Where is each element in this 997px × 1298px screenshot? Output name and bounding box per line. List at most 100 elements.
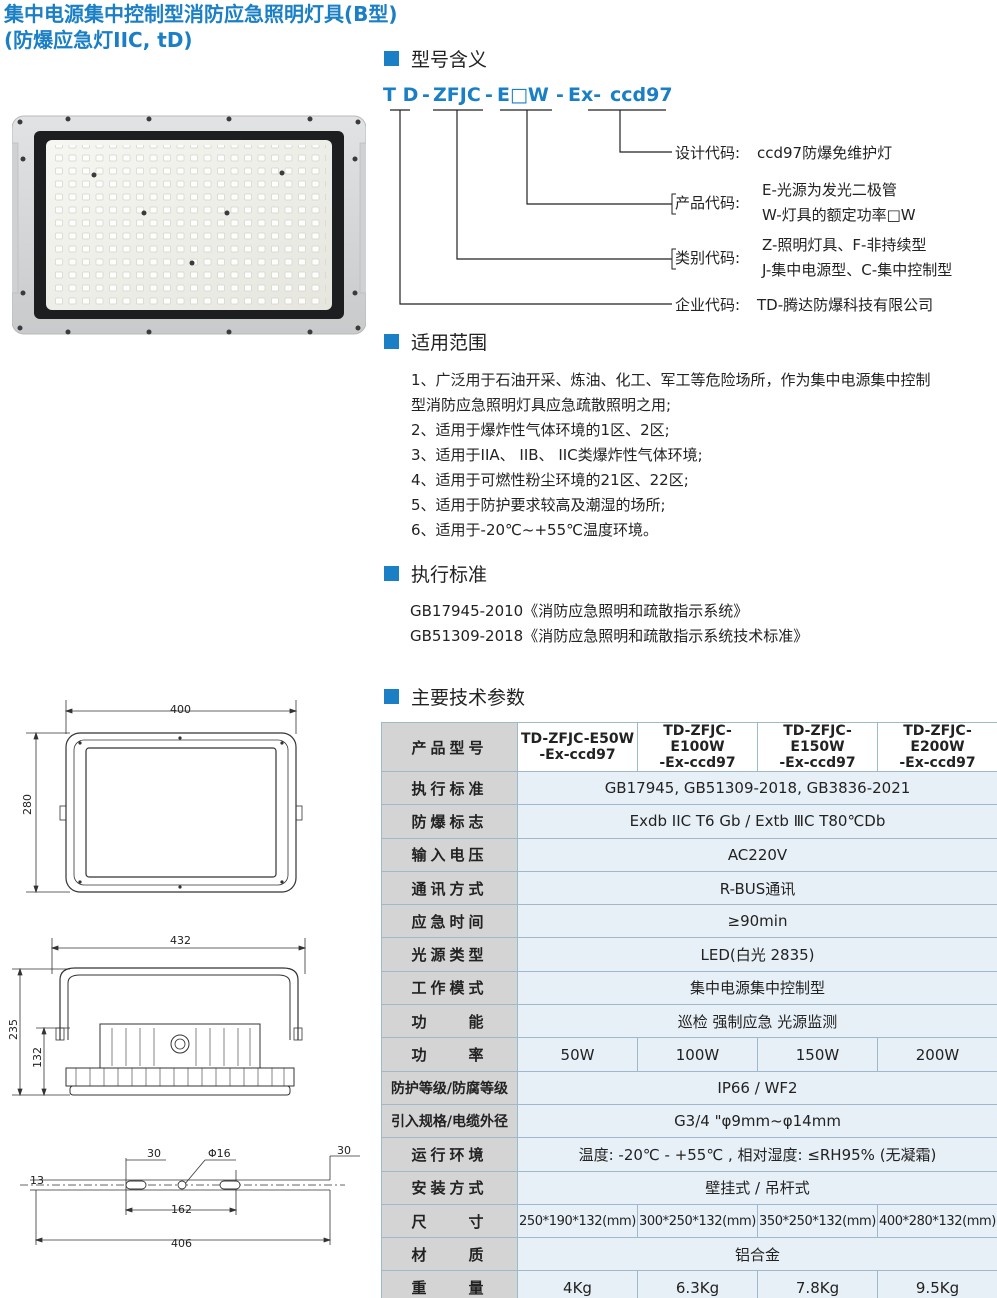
- dim-bracket-30b: 30: [337, 1144, 351, 1157]
- spec-value: G3/4 "φ9mm~φ14mm: [517, 1103, 997, 1139]
- spec-value: 6.3Kg: [637, 1270, 758, 1298]
- side-view-drawing: [12, 938, 307, 1097]
- design-code-value: ccd97防爆免维护灯: [757, 144, 893, 162]
- section-heading-scope: 适用范围: [384, 329, 487, 354]
- model-name-part: -Ex-ccd97: [539, 747, 616, 763]
- spec-value: 100W: [637, 1037, 758, 1072]
- scope-item: 6、适用于-20℃~+55℃温度环境。: [411, 521, 658, 539]
- spec-label: 运行环境: [381, 1137, 518, 1172]
- section-marker: [384, 333, 399, 349]
- spec-label: 安装方式: [381, 1170, 518, 1205]
- spec-label: 执行标准: [381, 770, 518, 806]
- spec-value: LED(白光 2835): [517, 937, 997, 972]
- product-code-value-2: W-灯具的额定功率□W: [762, 206, 916, 224]
- model-name-part: TD-ZFJC-E150W: [783, 723, 852, 756]
- category-code-value-1: Z-照明灯具、F-非持续型: [762, 236, 927, 254]
- scope-item: 1、广泛用于石油开采、炼油、化工、军工等危险场所，作为集中电源集中控制: [411, 371, 931, 389]
- spec-value: ≥90min: [517, 904, 997, 939]
- code-ccd: ccd97: [610, 84, 673, 106]
- standard-item: GB51309-2018《消防应急照明和疏散指示系统技术标准》: [410, 627, 809, 645]
- dim-front-width: 400: [170, 703, 191, 716]
- design-code-label: 设计代码:: [675, 144, 741, 162]
- spec-value: TD-ZFJC-E50W-Ex-ccd97: [517, 722, 638, 772]
- section-title: 主要技术参数: [411, 686, 526, 709]
- spec-label: 材 质: [381, 1237, 518, 1272]
- product-photo: [12, 115, 366, 335]
- spec-row: 运行环境温度: -20℃ - +55℃ , 相对湿度: ≤RH95% (无凝霜): [381, 1137, 997, 1172]
- spec-value: TD-ZFJC-E150W-Ex-ccd97: [757, 722, 878, 772]
- spec-value: 4Kg: [517, 1270, 638, 1298]
- spec-label: 重 量: [381, 1270, 518, 1298]
- spec-value: 150W: [757, 1037, 878, 1072]
- dim-bracket-406: 406: [171, 1237, 192, 1250]
- section-heading-params: 主要技术参数: [384, 684, 526, 709]
- code-dash: -: [556, 84, 564, 106]
- spec-row: 工作模式集中电源集中控制型: [381, 970, 997, 1006]
- dim-bracket-13: 13: [30, 1174, 44, 1187]
- code-dash: -: [422, 84, 430, 106]
- code-ew: E□W: [497, 84, 549, 106]
- product-code-label: 产品代码:: [675, 194, 741, 212]
- spec-value: 壁挂式 / 吊杆式: [517, 1170, 997, 1205]
- model-name-part: -Ex-ccd97: [659, 755, 736, 771]
- page-title: 集中电源集中控制型消防应急照明灯具(B型): [4, 2, 398, 26]
- spec-value: Exdb IIC T6 Gb / Extb ⅢC T80℃Db: [517, 804, 997, 839]
- spec-label: 输入电压: [381, 837, 518, 872]
- spec-row: 功 能巡检 强制应急 光源监测: [381, 1004, 997, 1039]
- code-td: T D: [383, 84, 419, 106]
- spec-value: 9.5Kg: [877, 1270, 997, 1298]
- spec-value: 200W: [877, 1037, 997, 1072]
- spec-label: 功 能: [381, 1004, 518, 1039]
- front-view-drawing: [26, 700, 303, 894]
- spec-value: 温度: -20℃ - +55℃ , 相对湿度: ≤RH95% (无凝霜): [517, 1137, 997, 1172]
- spec-label: 工作模式: [381, 970, 518, 1006]
- spec-label: 光源类型: [381, 937, 518, 972]
- code-ex: Ex-: [568, 84, 602, 106]
- spec-value: TD-ZFJC-E200W-Ex-ccd97: [877, 722, 997, 772]
- spec-value: 7.8Kg: [757, 1270, 878, 1298]
- model-name-part: TD-ZFJC-E50W: [520, 731, 635, 747]
- product-code-value-1: E-光源为发光二极管: [762, 181, 897, 199]
- spec-value: GB17945, GB51309-2018, GB3836-2021: [517, 770, 997, 806]
- spec-label: 应急时间: [381, 904, 518, 939]
- spec-label: 引入规格/电缆外径: [381, 1103, 518, 1139]
- model-connector-lines: [390, 109, 676, 305]
- spec-label: 功 率: [381, 1037, 518, 1072]
- company-code-label: 企业代码:: [675, 296, 741, 314]
- spec-label: 防爆标志: [381, 804, 518, 839]
- scope-item: 2、适用于爆炸性气体环境的1区、2区;: [411, 421, 670, 439]
- spec-value: IP66 / WF2: [517, 1070, 997, 1105]
- spec-value: R-BUS通讯: [517, 870, 997, 906]
- model-name-part: -Ex-ccd97: [899, 755, 976, 771]
- dim-bracket-hole: Φ16: [208, 1147, 231, 1160]
- dim-side-width: 432: [170, 934, 191, 947]
- spec-value: AC220V: [517, 837, 997, 872]
- page-subtitle: (防爆应急灯IIC, tD): [4, 28, 193, 52]
- spec-value: 铝合金: [517, 1237, 997, 1272]
- spec-value: TD-ZFJC-E100W-Ex-ccd97: [637, 722, 758, 772]
- model-name-part: TD-ZFJC-E200W: [903, 723, 972, 756]
- section-marker: [384, 50, 399, 66]
- category-code-label: 类别代码:: [675, 249, 741, 267]
- spec-value: 50W: [517, 1037, 638, 1072]
- spec-row: 材 质铝合金: [381, 1237, 997, 1272]
- spec-value: 集中电源集中控制型: [517, 970, 997, 1006]
- spec-value: 300*250*132(mm): [637, 1203, 758, 1239]
- scope-item: 4、适用于可燃性粉尘环境的21区、22区;: [411, 471, 689, 489]
- scope-item: 5、适用于防护要求较高及潮湿的场所;: [411, 496, 666, 514]
- model-name-part: TD-ZFJC-E100W: [663, 723, 732, 756]
- spec-value: 250*190*132(mm): [517, 1203, 638, 1239]
- spec-label: 防护等级/防腐等级: [381, 1070, 518, 1105]
- code-dash: -: [485, 84, 493, 106]
- scope-list: 1、广泛用于石油开采、炼油、化工、军工等危险场所，作为集中电源集中控制 型消防应…: [411, 368, 997, 543]
- bracket-drawing: [20, 1155, 360, 1245]
